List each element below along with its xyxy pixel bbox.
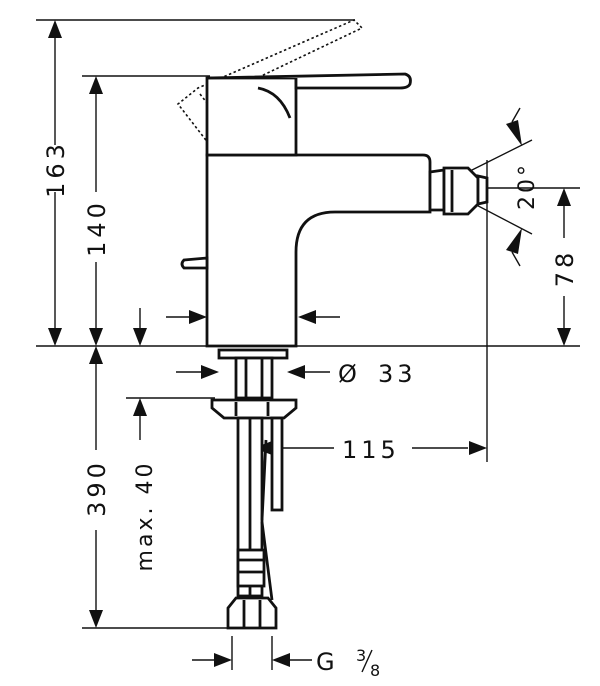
- dimension-spray-angle: 20°: [439, 107, 540, 267]
- dimension-163-label: 163: [42, 140, 70, 198]
- threaded-shank: [234, 356, 274, 400]
- dimension-max-40-label: max. 40: [133, 461, 158, 572]
- dimension-connection-g38: G 3 8: [192, 646, 380, 680]
- diameter-33-label: 33: [378, 360, 417, 388]
- faucet-main-body: [205, 153, 432, 348]
- nozzle-collar: [428, 168, 446, 212]
- hose-fitting: [236, 548, 266, 588]
- dimension-78: 78: [551, 188, 579, 346]
- faucet-body: [180, 72, 489, 348]
- extension-lines: [36, 19, 580, 670]
- mounting-nut: [210, 398, 298, 420]
- arrow-up: [48, 20, 62, 38]
- nozzle-tip: [476, 174, 489, 206]
- dimension-diameter-33: Ø 33: [176, 360, 417, 388]
- dimension-78-label: 78: [551, 249, 579, 288]
- connection-g-label: G: [316, 648, 339, 676]
- dimension-max-40: max. 40: [133, 308, 158, 571]
- popup-rod: [270, 416, 284, 512]
- handle-lever: [206, 72, 412, 90]
- dimension-140-label: 140: [83, 199, 111, 257]
- connection-fraction-numerator: 3: [356, 646, 366, 665]
- dimension-140: 140: [83, 76, 111, 346]
- spray-nozzle: [442, 166, 480, 216]
- dimension-390-label: 390: [83, 459, 111, 517]
- dimension-115: 115: [254, 436, 487, 464]
- spray-angle-label: 20°: [515, 162, 540, 210]
- arrow-down: [48, 328, 62, 346]
- dimension-163: 163: [42, 20, 70, 346]
- dimension-115-label: 115: [342, 436, 400, 464]
- connection-nut: [226, 596, 278, 630]
- installation-parts: [210, 348, 298, 630]
- popup-knob: [180, 256, 209, 270]
- dimension-390: 390: [83, 346, 111, 628]
- fraction-slash: [361, 649, 373, 673]
- connection-fraction-denominator: 8: [370, 661, 380, 680]
- diameter-33-symbol: Ø: [338, 360, 361, 388]
- handle-block: [205, 76, 298, 157]
